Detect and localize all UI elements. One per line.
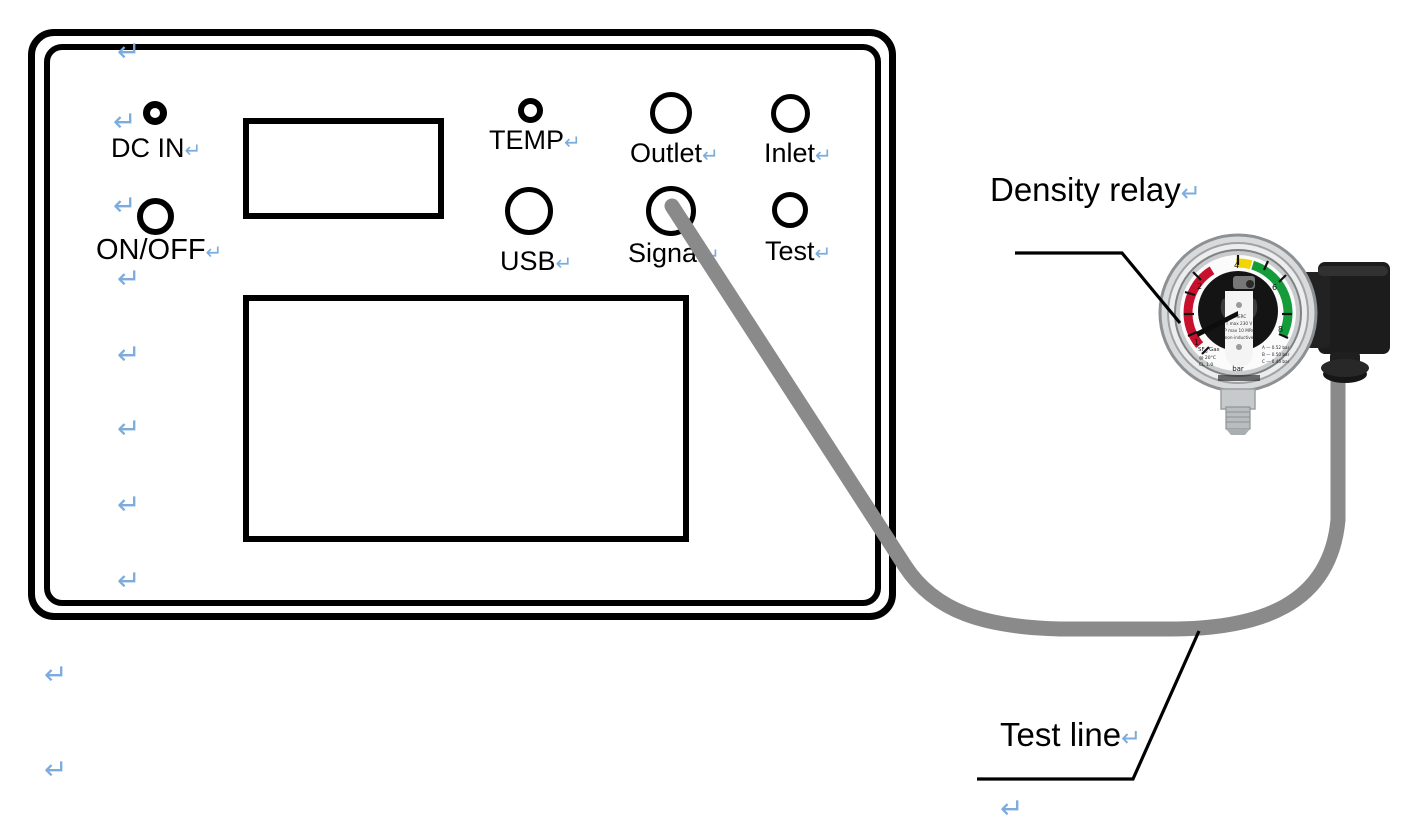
port-dc-in[interactable]: [143, 101, 167, 125]
port-label-test: Test↵: [765, 238, 831, 265]
port-label-dc-in-text: DC IN: [111, 133, 185, 163]
svg-text:8: 8: [1278, 325, 1283, 334]
port-test[interactable]: [772, 192, 808, 228]
return-mark-icon: ↵: [703, 243, 720, 267]
port-label-outlet: Outlet↵: [630, 140, 719, 167]
display-panel-main: [243, 295, 689, 542]
annotation-test-line-text: Test line: [1000, 716, 1122, 753]
return-mark-icon: ↵: [117, 338, 141, 371]
port-on-off[interactable]: [137, 198, 174, 235]
port-label-usb: USB↵: [500, 248, 572, 275]
gauge-connector-block: [1294, 262, 1390, 383]
svg-text:4: 4: [1234, 261, 1239, 270]
return-mark-icon: ↵: [117, 262, 141, 295]
port-label-inlet-text: Inlet: [764, 138, 816, 168]
leader-line-density-relay: [1015, 251, 1182, 325]
port-label-outlet-text: Outlet: [630, 138, 703, 168]
return-mark-icon: ↵: [117, 35, 141, 68]
gauge-unit-label: bar: [1232, 365, 1244, 373]
port-inlet[interactable]: [771, 94, 810, 133]
display-panel-top: [243, 118, 444, 219]
port-usb[interactable]: [505, 187, 553, 235]
return-mark-icon: ↵: [44, 658, 68, 691]
return-mark-icon: ↵: [113, 189, 137, 222]
svg-text:A — 0.52 bar: A — 0.52 bar: [1262, 345, 1290, 350]
svg-text:@ 20°C: @ 20°C: [1199, 355, 1216, 361]
return-mark-icon: ↵: [44, 753, 68, 786]
svg-text:Gas: Gas: [1209, 347, 1220, 353]
leader-line-test-line: [977, 630, 1201, 781]
return-mark-icon: ↵: [564, 130, 581, 154]
port-label-on-off: ON/OFF↵: [96, 236, 222, 265]
return-mark-icon: ↵: [113, 105, 137, 138]
port-label-temp-text: TEMP: [489, 125, 565, 155]
annotation-test-line: Test line↵: [1000, 718, 1141, 751]
svg-text:SF: SF: [1198, 347, 1205, 353]
port-label-signal-text: Signal: [628, 238, 704, 268]
svg-text:CL 1.0: CL 1.0: [1199, 362, 1213, 368]
svg-text:1: 1: [1194, 338, 1199, 347]
return-mark-icon: ↵: [1000, 792, 1024, 825]
return-mark-icon: ↵: [205, 240, 223, 264]
port-label-signal: Signal↵: [628, 240, 720, 267]
return-mark-icon: ↵: [117, 412, 141, 445]
svg-text:non-inductive: non-inductive: [1225, 335, 1254, 340]
svg-text:T max 230 V: T max 230 V: [1225, 321, 1253, 326]
port-label-temp: TEMP↵: [489, 127, 581, 154]
port-signal[interactable]: [646, 186, 696, 236]
return-mark-icon: ↵: [702, 143, 719, 167]
port-temp[interactable]: [518, 98, 543, 123]
return-mark-icon: ↵: [1180, 179, 1201, 207]
return-mark-icon: ↵: [117, 488, 141, 521]
return-mark-icon: ↵: [117, 564, 141, 597]
return-mark-icon: ↵: [555, 251, 573, 275]
port-label-dc-in: DC IN↵: [111, 135, 201, 162]
port-label-test-text: Test: [765, 236, 815, 266]
annotation-density-relay-text: Density relay: [990, 171, 1181, 208]
return-mark-icon: ↵: [1121, 724, 1142, 752]
svg-text:6: 6: [1272, 283, 1277, 292]
svg-text:B — 0.50 bar: B — 0.50 bar: [1262, 352, 1290, 357]
density-relay-gauge: 2 4 6 8 1 SMERC T max 230 V P max 10 MPa…: [1158, 233, 1390, 435]
svg-text:C — 0.45 bar: C — 0.45 bar: [1262, 359, 1290, 364]
svg-text:SMERC: SMERC: [1232, 314, 1247, 319]
return-mark-icon: ↵: [815, 143, 832, 167]
port-label-inlet: Inlet↵: [764, 140, 832, 167]
return-mark-icon: ↵: [814, 241, 832, 265]
svg-text:P max 10 MPa: P max 10 MPa: [1224, 328, 1254, 333]
return-mark-icon: ↵: [184, 138, 202, 162]
svg-text:2: 2: [1197, 282, 1202, 291]
port-label-on-off-text: ON/OFF: [96, 234, 206, 266]
port-label-usb-text: USB: [500, 246, 556, 276]
svg-text:6: 6: [1205, 349, 1208, 354]
annotation-density-relay: Density relay↵: [990, 173, 1201, 206]
port-outlet[interactable]: [650, 92, 692, 134]
